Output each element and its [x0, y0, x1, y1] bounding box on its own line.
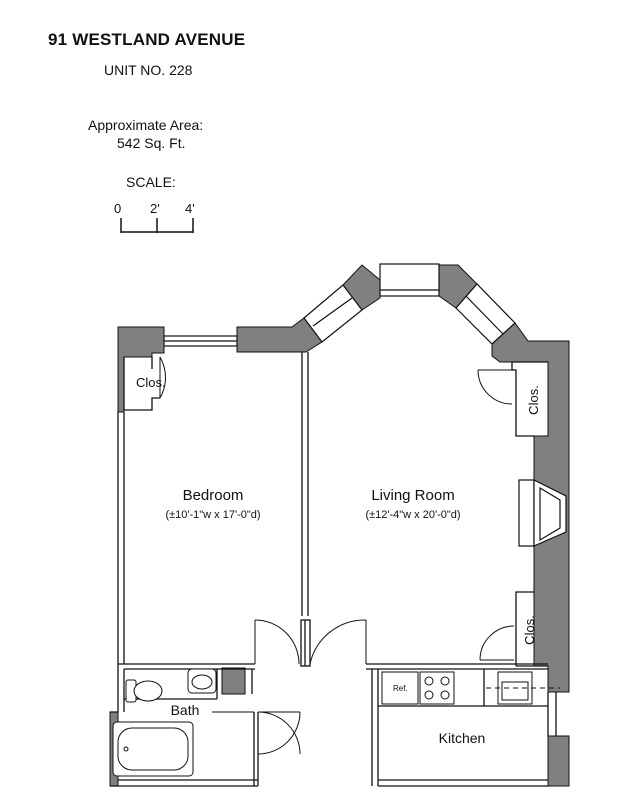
living-closet-bottom-label: Clos. [522, 615, 537, 645]
bedroom-label: Bedroom [183, 487, 244, 504]
scale-tick-label-0: 0 [114, 201, 122, 216]
wall-lines [110, 352, 557, 787]
unit-number: UNIT NO. 228 [104, 62, 193, 78]
fireplace [518, 479, 567, 547]
bath-fixtures [112, 668, 217, 777]
address-title: 91 WESTLAND AVENUE [48, 30, 246, 49]
doors [159, 356, 515, 770]
scale-tick-label-2: 2' [150, 201, 160, 216]
bedroom-closet-label: Clos. [136, 375, 166, 390]
scale-label: SCALE: [126, 174, 176, 190]
bath-label: Bath [171, 702, 200, 718]
kitchen-fixtures [381, 671, 560, 705]
area-value: 542 Sq. Ft. [117, 135, 186, 151]
bedroom-dimensions: (±10'-1"w x 17'-0"d) [165, 509, 260, 521]
refrigerator-label: Ref. [393, 684, 408, 693]
scale-bar [120, 218, 194, 233]
kitchen-label: Kitchen [439, 730, 486, 746]
scale-tick-label-4: 4' [185, 201, 195, 216]
living-closet-top-label: Clos. [526, 385, 541, 415]
area-label: Approximate Area: [88, 117, 204, 133]
living-room-label: Living Room [371, 487, 454, 504]
living-room-dimensions: (±12'-4"w x 20'-0"d) [365, 509, 460, 521]
windows [163, 263, 516, 347]
room-labels: Bedroom (±10'-1"w x 17'-0"d) Living Room… [136, 375, 541, 746]
